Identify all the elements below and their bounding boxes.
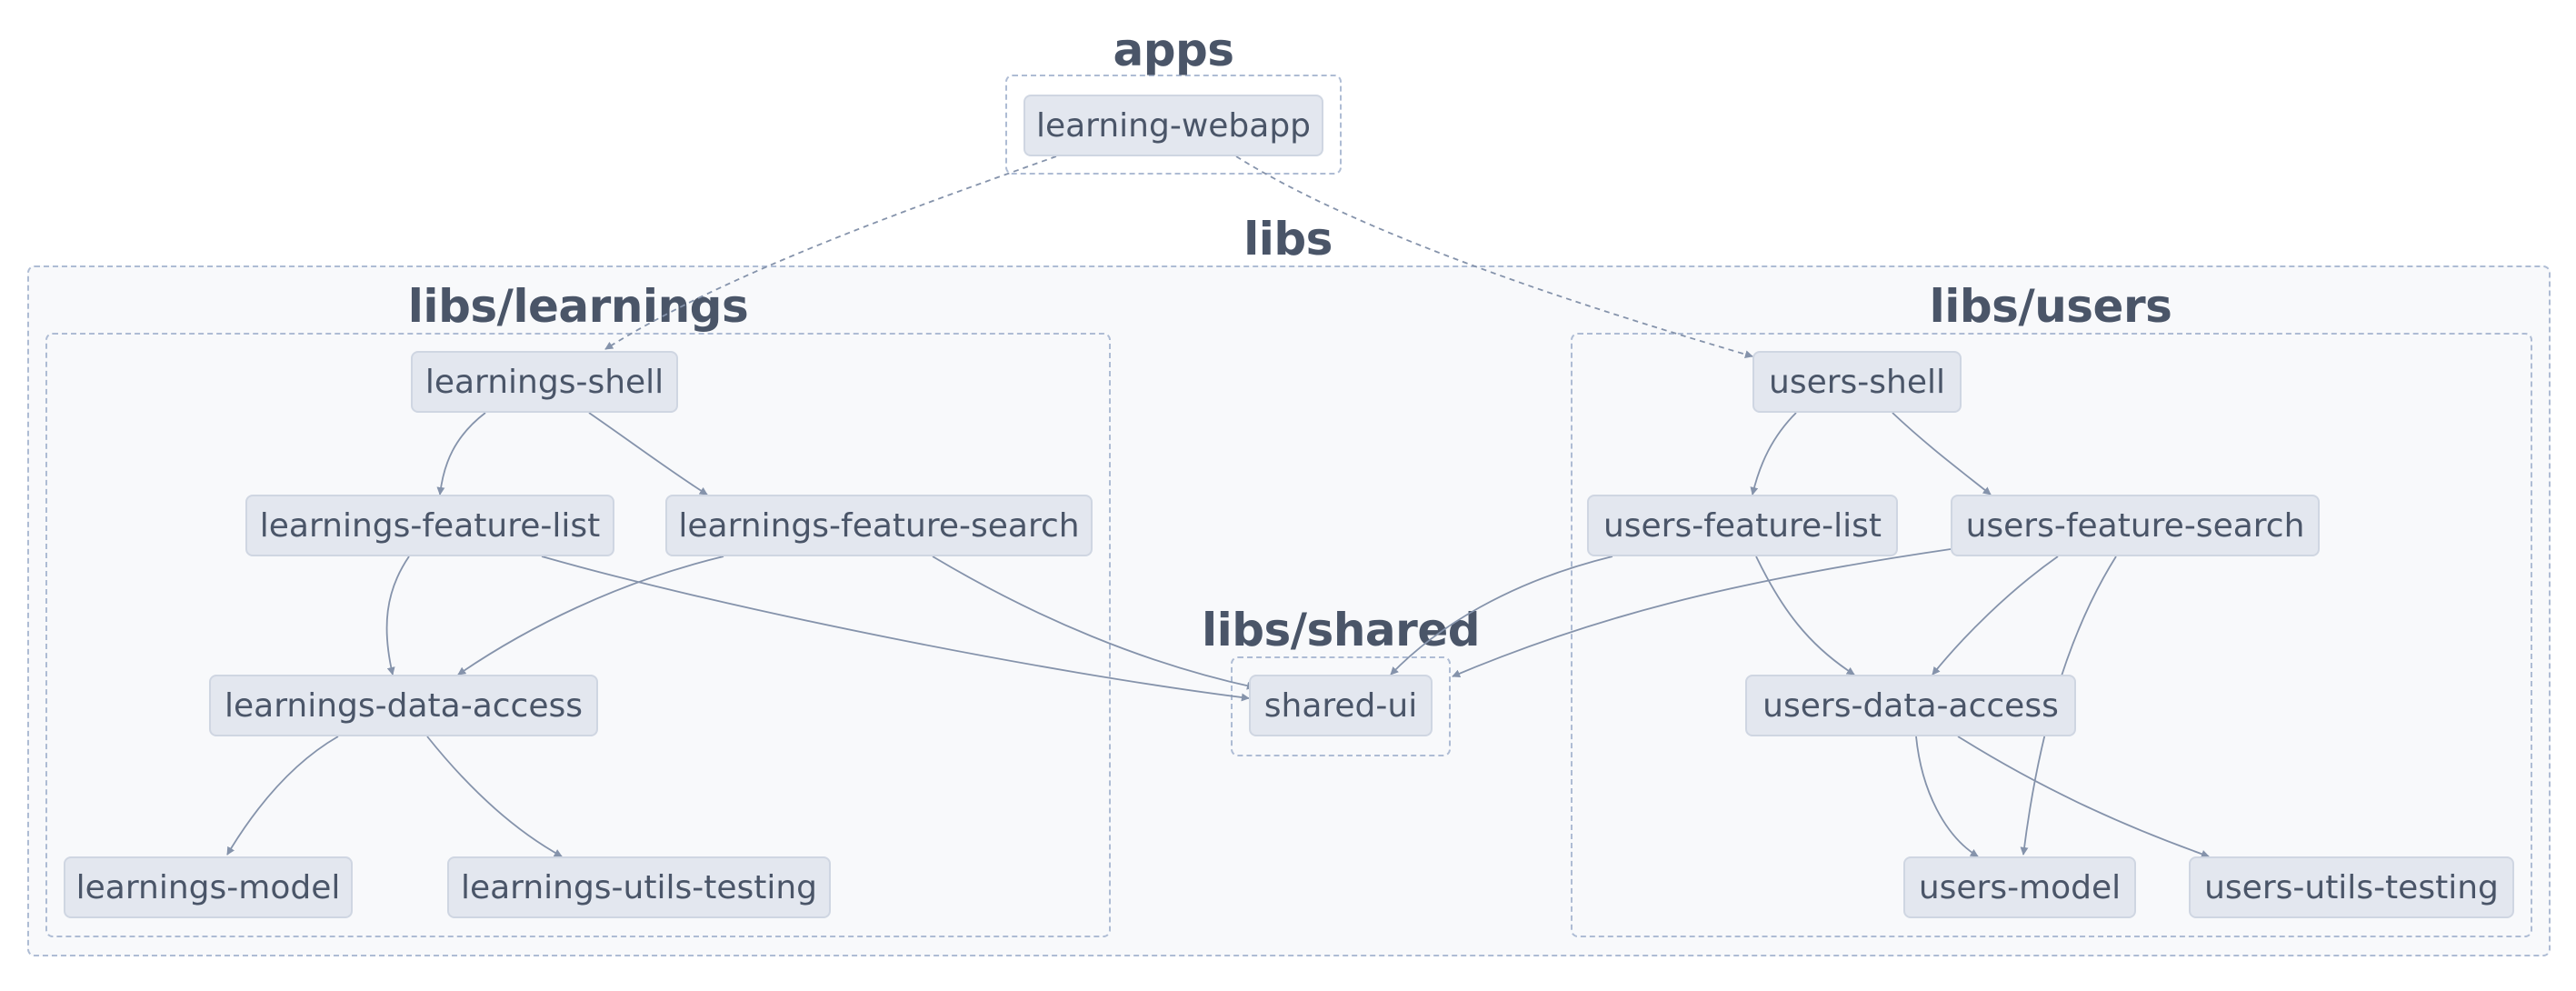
group-apps [1005, 75, 1342, 175]
node-users-model[interactable]: users-model [1903, 856, 2136, 918]
node-learning-webapp[interactable]: learning-webapp [1023, 95, 1323, 156]
node-learnings-model[interactable]: learnings-model [64, 856, 353, 918]
group-libs-users [1571, 333, 2532, 937]
node-learnings-utils-testing[interactable]: learnings-utils-testing [447, 856, 831, 918]
node-learnings-feature-search[interactable]: learnings-feature-search [665, 495, 1093, 556]
group-libs-learnings [45, 333, 1111, 937]
node-users-feature-list[interactable]: users-feature-list [1587, 495, 1898, 556]
node-learnings-feature-list[interactable]: learnings-feature-list [245, 495, 614, 556]
group-title-libs-learnings: libs/learnings [407, 280, 749, 333]
node-learnings-data-access[interactable]: learnings-data-access [209, 675, 598, 736]
node-users-utils-testing[interactable]: users-utils-testing [2189, 856, 2514, 918]
group-title-libs-shared: libs/shared [1201, 604, 1481, 656]
node-users-feature-search[interactable]: users-feature-search [1951, 495, 2320, 556]
node-learnings-shell[interactable]: learnings-shell [411, 351, 678, 413]
node-users-shell[interactable]: users-shell [1752, 351, 1962, 413]
group-title-libs: libs [1243, 213, 1333, 265]
group-title-libs-users: libs/users [1929, 280, 2172, 333]
node-shared-ui[interactable]: shared-ui [1249, 675, 1433, 736]
node-users-data-access[interactable]: users-data-access [1745, 675, 2076, 736]
group-title-apps: apps [1113, 24, 1234, 76]
